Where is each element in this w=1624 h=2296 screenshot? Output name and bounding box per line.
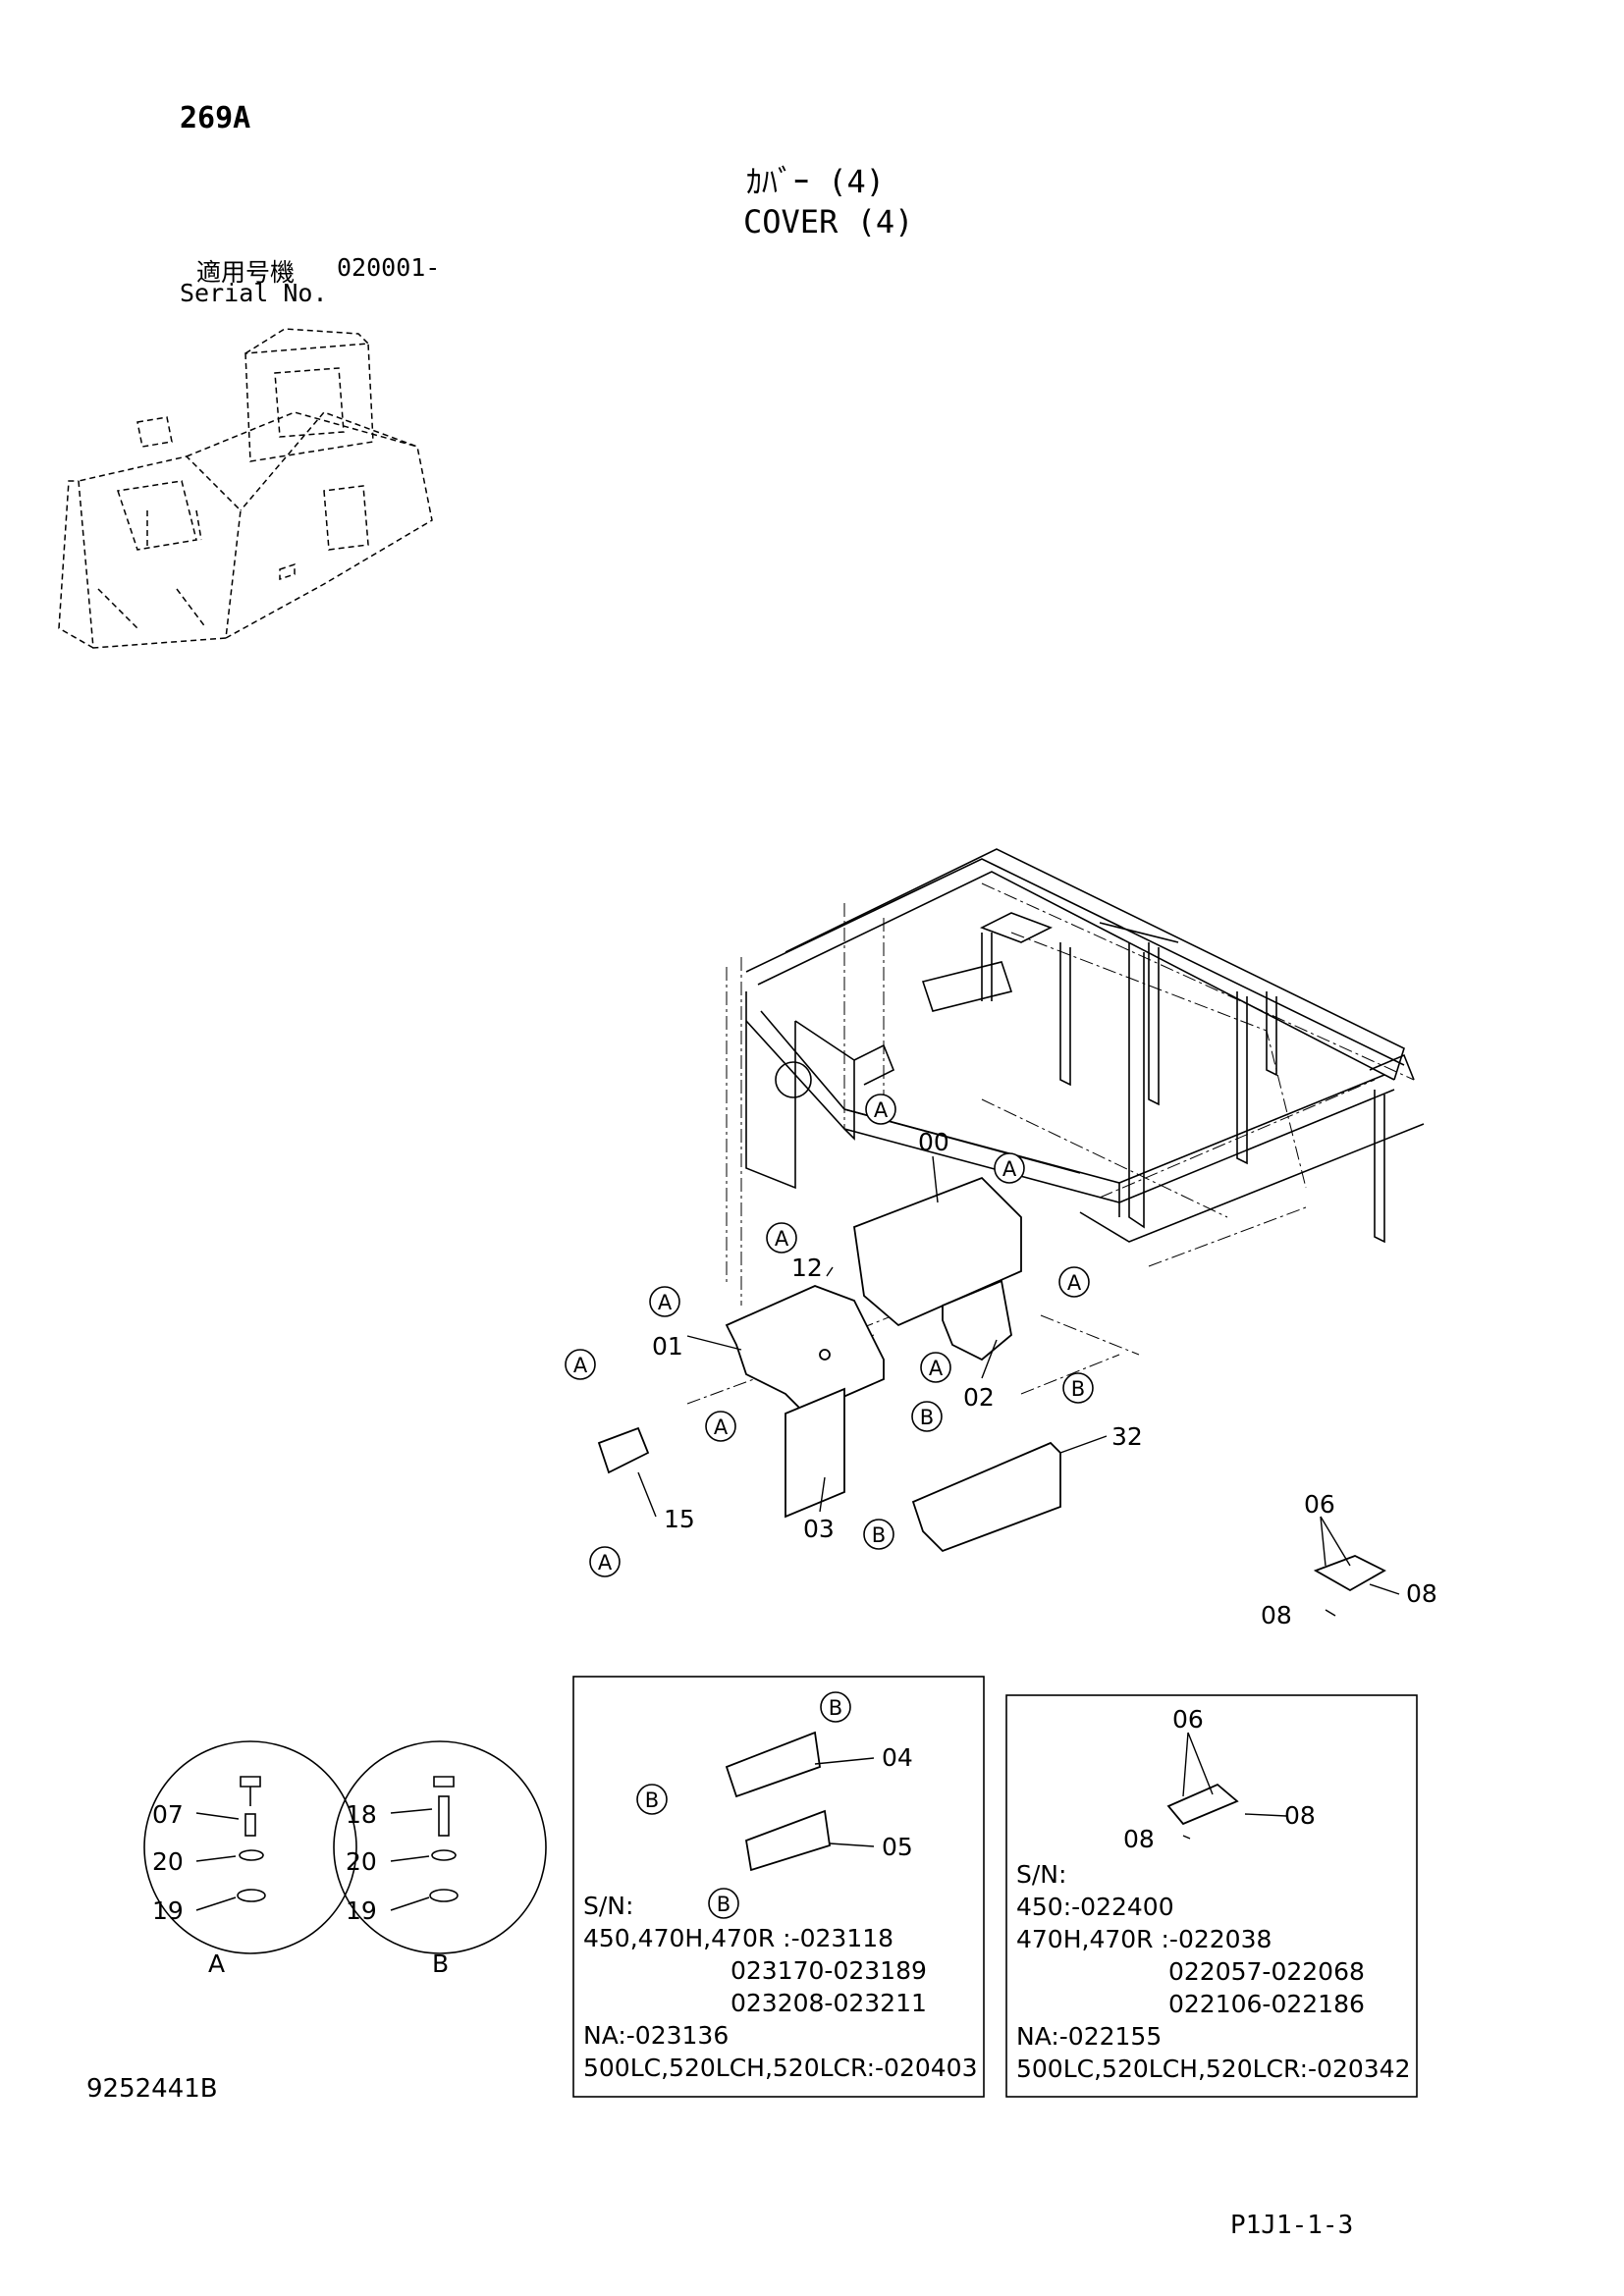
box-left-line: 023208-023211 (731, 1989, 927, 2017)
callout-08: 08 (1284, 1801, 1316, 1830)
detail-b (333, 1740, 547, 1954)
title-japanese: ｶﾊﾞｰ (4) (746, 163, 886, 200)
box-right-line: 450:-022400 (1016, 1893, 1174, 1921)
drawing-number: 9252441B (86, 2074, 218, 2104)
detail-a (143, 1740, 357, 1954)
box-left-line: 450,470H,470R :-023118 (583, 1924, 894, 1952)
page-reference: P1J1-1-3 (1230, 2211, 1354, 2240)
detail-b-item-20: 20 (346, 1847, 377, 1876)
callout-04: 04 (882, 1743, 913, 1772)
page-code: 269A (180, 101, 251, 135)
box-left-line: 500LC,520LCH,520LCR:-020403 (583, 2054, 978, 2082)
box-right-line: NA:-022155 (1016, 2022, 1163, 2051)
serial-label-english: Serial No. (180, 279, 328, 307)
marker-b-label: B (920, 1406, 934, 1429)
box-left-line: 023170-023189 (731, 1956, 927, 1985)
serial-value: 020001- (337, 253, 441, 282)
box-right-notes: S/N: 450:-022400 470H,470R :-022038 0220… (1016, 1858, 1410, 2085)
bracket-06-detail (1166, 1783, 1239, 1826)
detail-b-item-18: 18 (346, 1800, 377, 1829)
detail-a-labels: 07 20 19 A (152, 1800, 225, 1978)
serial-label-japanese: 適用号機 (196, 258, 296, 287)
callout-08: 08 (1261, 1601, 1292, 1629)
box-right-line: 022057-022068 (1168, 1957, 1365, 1986)
marker-b-label: B (645, 1789, 659, 1812)
box-left-line: NA:-023136 (583, 2021, 730, 2050)
bracket-06 (1313, 1555, 1386, 1592)
bracket-15 (597, 1426, 650, 1474)
marker-b-label: B (829, 1696, 842, 1720)
box-right-line: S/N: (1016, 1860, 1067, 1889)
reference-marker-labels: A A A A A A A A A B B B B B B (573, 1098, 1085, 1916)
callout-02: 02 (963, 1383, 995, 1412)
box-right-line: 022106-022186 (1168, 1990, 1365, 2018)
callout-numbers: 00 01 02 03 12 15 32 06 08 08 04 05 06 0… (652, 1128, 1437, 1861)
box-left-notes: S/N: 450,470H,470R :-023118 023170-02318… (583, 1890, 977, 2084)
marker-a-label: A (573, 1354, 588, 1377)
box-left-line: S/N: (583, 1892, 634, 1920)
marker-b-label: B (717, 1893, 731, 1916)
marker-b-label: B (872, 1523, 886, 1547)
detail-a-item-07: 07 (152, 1800, 184, 1829)
detail-b-item-19: 19 (346, 1896, 377, 1925)
reference-markers (565, 1094, 1094, 1919)
callout-05: 05 (882, 1833, 913, 1861)
marker-a-label: A (658, 1291, 673, 1314)
bracket-04 (725, 1731, 821, 1798)
cover-panel-02 (942, 1279, 1012, 1362)
callout-08: 08 (1406, 1579, 1437, 1608)
marker-a-label: A (714, 1415, 729, 1439)
callout-00: 00 (918, 1128, 949, 1156)
callout-15: 15 (664, 1505, 695, 1533)
marker-a-label: A (775, 1227, 789, 1251)
cover-panel-32 (911, 1441, 1061, 1553)
callout-01: 01 (652, 1332, 683, 1361)
callout-06: 06 (1172, 1705, 1204, 1734)
box-left-frame (572, 1676, 985, 2098)
machine-overview-illustration (58, 328, 433, 649)
detail-b-labels: 18 20 19 B (346, 1800, 449, 1978)
marker-a-label: A (1002, 1157, 1017, 1181)
marker-a-label: A (929, 1357, 944, 1380)
detail-a-label: A (208, 1949, 225, 1978)
detail-a-item-19: 19 (152, 1896, 184, 1925)
cover-panels (597, 1176, 1386, 1872)
main-frame-structure (745, 848, 1425, 1244)
marker-a-label: A (598, 1551, 613, 1575)
callout-32: 32 (1111, 1422, 1143, 1451)
leader-lines (637, 1155, 1400, 1847)
cover-panel-03 (785, 1387, 845, 1519)
bracket-05 (744, 1809, 831, 1872)
box-right-line: 470H,470R :-022038 (1016, 1925, 1272, 1953)
cover-panel-01 (725, 1285, 885, 1415)
callout-12: 12 (791, 1254, 823, 1282)
title-english: COVER (4) (743, 203, 914, 240)
marker-b-label: B (1071, 1377, 1085, 1401)
cover-panel-00 (853, 1176, 1022, 1327)
box-right-frame (1005, 1694, 1418, 2098)
callout-08: 08 (1123, 1825, 1155, 1853)
callout-06: 06 (1304, 1490, 1335, 1519)
box-right-line: 500LC,520LCH,520LCR:-020342 (1016, 2055, 1411, 2083)
marker-a-label: A (1067, 1271, 1082, 1295)
marker-a-label: A (874, 1098, 889, 1122)
detail-b-label: B (432, 1949, 449, 1978)
callout-03: 03 (803, 1515, 835, 1543)
detail-a-item-20: 20 (152, 1847, 184, 1876)
